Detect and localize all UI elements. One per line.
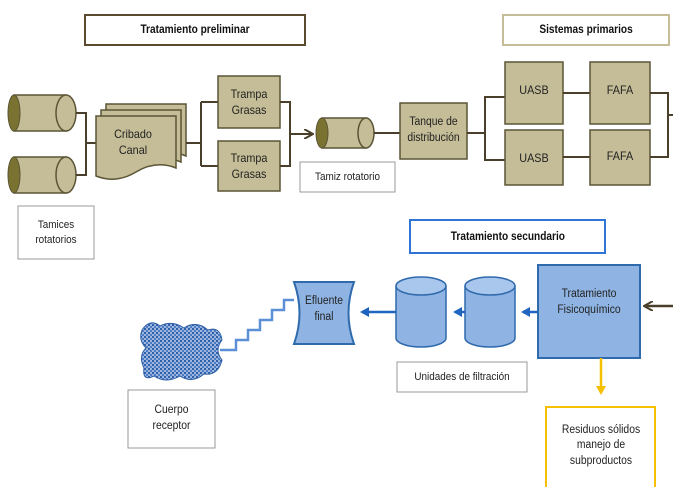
- fafa2-text: FAFA: [606, 149, 634, 164]
- uasb1-text: UASB: [519, 82, 549, 97]
- tamices-label-box: [17, 205, 95, 260]
- tamiz-text: Tamiz rotatorio: [315, 170, 380, 183]
- efluente-final-shape: [292, 281, 356, 345]
- uasb-box-1: [504, 61, 564, 125]
- trampa2-line-2: Grasas: [231, 167, 267, 181]
- filtracion-label-box: [396, 361, 528, 393]
- residuos-box: [545, 406, 656, 487]
- tamiz-drum-top: [7, 94, 77, 132]
- filtracion-text: Unidades de filtración: [414, 370, 510, 383]
- cribado-canal-label: Cribado Canal: [107, 122, 159, 162]
- tanque-distribucion-box: [399, 102, 468, 160]
- tanque-line-1: Tanque de: [409, 116, 458, 129]
- uasb-label-1: UASB: [508, 62, 560, 118]
- cuerpo-receptor-label: Cuerpo receptor: [132, 392, 210, 446]
- tamiz-rotatorio-drum: [315, 117, 375, 149]
- cuerpo-line-1: Cuerpo: [154, 404, 189, 417]
- trampa1-line-2: Grasas: [231, 103, 267, 117]
- fisico-line-1: Tratamiento: [561, 288, 617, 301]
- trampa-grasas-box-2: [217, 140, 281, 192]
- tamiz-rotatorio-label: Tamiz rotatorio: [305, 162, 391, 192]
- cribado-line-2: Canal: [118, 143, 148, 157]
- cuerpo-label-box: [127, 389, 216, 449]
- residuos-line-3: subproductos: [569, 454, 633, 467]
- efluente-final-label: Efluente final: [299, 290, 349, 330]
- header-primarios-text: Sistemas primarios: [539, 24, 633, 36]
- cuerpo-receptor-blob: [140, 322, 223, 381]
- fafa-box-1: [589, 61, 651, 125]
- efluente-line-2: final: [314, 311, 334, 323]
- header-preliminar-label: Tratamiento preliminar: [87, 17, 303, 43]
- trampa2-line-1: Trampa: [230, 150, 268, 165]
- tamiz-drum-bottom: [7, 156, 77, 194]
- filtration-cylinder-left: [395, 276, 447, 348]
- tamices-line-1: Tamices: [37, 218, 75, 231]
- residuos-line-2: manejo de: [576, 439, 626, 452]
- trampa-grasas-label-1: Trampa Grasas: [221, 78, 277, 126]
- cuerpo-line-2: receptor: [152, 420, 191, 432]
- trampa-grasas-label-2: Trampa Grasas: [221, 142, 277, 190]
- fafa-label-1: FAFA: [593, 62, 647, 118]
- fisico-line-2: Fisicoquímico: [557, 304, 621, 316]
- filtration-cylinder-right: [464, 276, 516, 348]
- cribado-canal-shape: [95, 103, 187, 180]
- uasb2-text: UASB: [519, 151, 549, 166]
- tanque-distribucion-label: Tanque de distribución: [403, 104, 463, 158]
- trampa-grasas-box-1: [217, 75, 281, 129]
- fisicoquimico-label: Tratamiento Fisicoquímico: [545, 280, 633, 326]
- trampa1-line-1: Trampa: [230, 86, 268, 101]
- fafa1-text: FAFA: [606, 82, 634, 97]
- uasb-box-2: [504, 129, 564, 186]
- fisicoquimico-box: [537, 264, 641, 359]
- fafa-label-2: FAFA: [593, 130, 647, 183]
- tanque-line-2: distribución: [407, 132, 460, 144]
- residuos-label: Residuos sólidos manejo de subproductos: [553, 414, 648, 478]
- tamices-label: Tamices rotatorios: [22, 206, 90, 259]
- efluente-line-1: Efluente: [305, 295, 343, 308]
- header-secundario-text: Tratamiento secundario: [450, 230, 565, 243]
- uasb-label-2: UASB: [508, 132, 560, 185]
- tamices-line-2: rotatorios: [35, 233, 77, 246]
- header-preliminar-text: Tratamiento preliminar: [140, 24, 250, 36]
- filtracion-label: Unidades de filtración: [404, 362, 521, 392]
- header-secundario-label: Tratamiento secundario: [412, 222, 603, 251]
- tamiz-label-box: [299, 161, 396, 193]
- cribado-line-1: Cribado: [114, 126, 152, 141]
- residuos-line-1: Residuos sólidos: [561, 423, 641, 436]
- header-primarios-label: Sistemas primarios: [505, 17, 667, 43]
